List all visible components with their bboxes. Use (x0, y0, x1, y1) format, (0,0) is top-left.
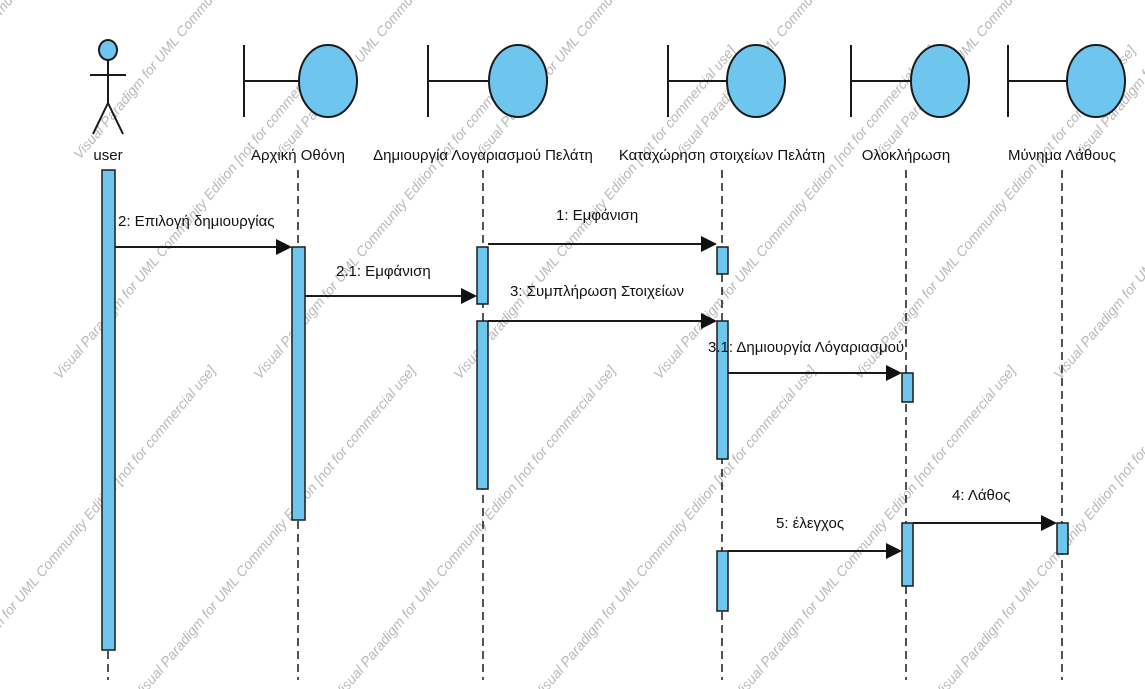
activation-bars (101, 169, 1069, 651)
lifeline-data-entry[interactable]: Καταχώρηση στοιχείων Πελάτη (619, 44, 825, 680)
message-label: 2: Επιλογή δημιουργίας (118, 213, 274, 230)
arrowhead-icon (461, 288, 477, 304)
message-label: 5: έλεγχος (776, 515, 844, 532)
boundary-icon (243, 44, 358, 118)
lifeline-name: Μύνημα Λάθους (1008, 147, 1116, 164)
arrowhead-icon (701, 313, 717, 329)
boundary-icon (850, 44, 970, 118)
arrowhead-icon (701, 236, 717, 252)
lifeline-name: Δημιουργία Λογαριασμού Πελάτη (373, 147, 593, 164)
arrowhead-icon (1041, 515, 1057, 531)
lifeline-name: user (93, 147, 122, 164)
activation-bar-create-1[interactable] (476, 246, 489, 305)
message-label: 3: Συμπλήρωση Στοιχείων (510, 283, 684, 300)
lifeline-name: Αρχική Οθόνη (251, 147, 345, 164)
arrowhead-icon (886, 543, 902, 559)
activation-bar-home[interactable] (291, 246, 306, 521)
lifeline-name: Ολοκλήρωση (862, 147, 950, 164)
message-label: 3.1: Δημιουργία Λόγαριασμού (708, 339, 904, 356)
lifeline-completion[interactable]: Ολοκλήρωση (850, 44, 970, 680)
actor-icon (90, 39, 126, 135)
lifeline-error-message[interactable]: Μύνημα Λάθους (1007, 44, 1126, 680)
boundary-icon (1007, 44, 1126, 118)
arrowhead-icon (276, 239, 292, 255)
activation-bar-entry-3[interactable] (716, 550, 729, 612)
arrowhead-icon (886, 365, 902, 381)
message-fill-details[interactable]: 3: Συμπλήρωση Στοιχείων (488, 283, 717, 329)
message-display-2-1[interactable]: 2.1: Εμφάνιση (305, 263, 477, 304)
message-select-create[interactable]: 2: Επιλογή δημιουργίας (115, 213, 292, 255)
message-check[interactable]: 5: έλεγχος (728, 515, 902, 559)
activation-bar-user[interactable] (101, 169, 116, 651)
message-display-1[interactable]: 1: Εμφάνιση (488, 207, 717, 252)
activation-bar-complete-2[interactable] (901, 522, 914, 587)
activation-bar-complete-1[interactable] (901, 372, 914, 403)
activation-bar-entry-2[interactable] (716, 320, 729, 460)
boundary-icon (667, 44, 786, 118)
watermark-text: Visual Paradigm for UML Community Editio… (930, 362, 1145, 689)
message-error[interactable]: 4: Λάθος (913, 487, 1057, 531)
lifeline-name: Καταχώρηση στοιχείων Πελάτη (619, 147, 825, 164)
message-label: 2.1: Εμφάνιση (336, 263, 431, 280)
activation-bar-entry-1[interactable] (716, 246, 729, 275)
message-label: 4: Λάθος (952, 487, 1010, 504)
activation-bar-error[interactable] (1056, 522, 1069, 555)
activation-bar-create-2[interactable] (476, 320, 489, 490)
message-label: 1: Εμφάνιση (556, 207, 638, 224)
message-create-account[interactable]: 3.1: Δημιουργία Λόγαριασμού (708, 339, 904, 381)
boundary-icon (427, 44, 548, 118)
